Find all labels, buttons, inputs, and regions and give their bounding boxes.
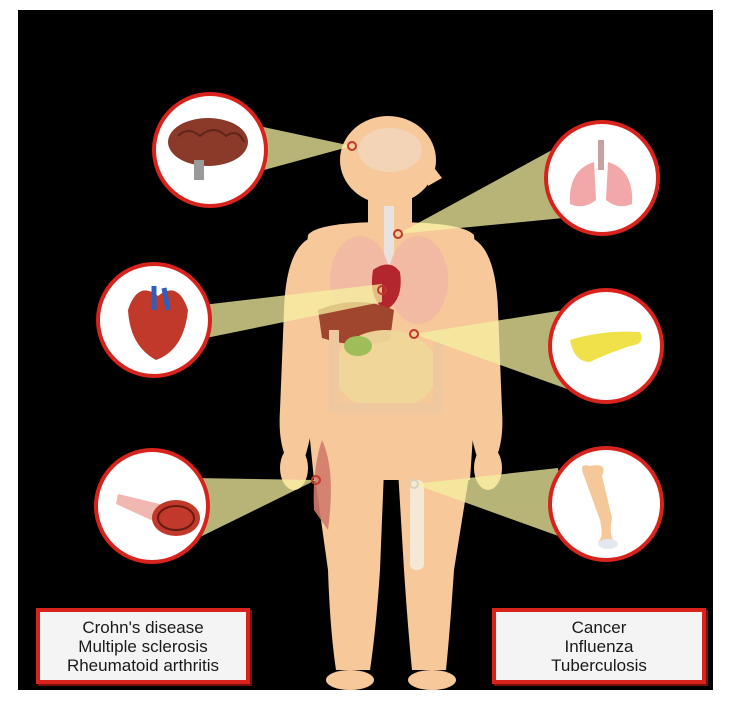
disease-label: Crohn's disease: [82, 618, 203, 637]
autoimmune-diseases-box: Crohn's disease Multiple sclerosis Rheum…: [36, 608, 250, 684]
diagram-canvas: [18, 10, 713, 690]
infectious-diseases-box: Cancer Influenza Tuberculosis: [492, 608, 706, 684]
pancreas-circle: [550, 290, 662, 402]
disease-label: Rheumatoid arthritis: [67, 656, 219, 675]
body-illustration: [18, 10, 713, 690]
muscle-circle: [96, 450, 208, 562]
disease-label: Cancer: [572, 618, 627, 637]
lungs-circle: [546, 122, 658, 234]
bone-circle: [550, 448, 662, 560]
disease-label: Tuberculosis: [551, 656, 647, 675]
disease-label: Influenza: [565, 637, 634, 656]
brain-circle: [154, 94, 266, 206]
heart-circle: [98, 264, 210, 376]
disease-label: Multiple sclerosis: [78, 637, 207, 656]
